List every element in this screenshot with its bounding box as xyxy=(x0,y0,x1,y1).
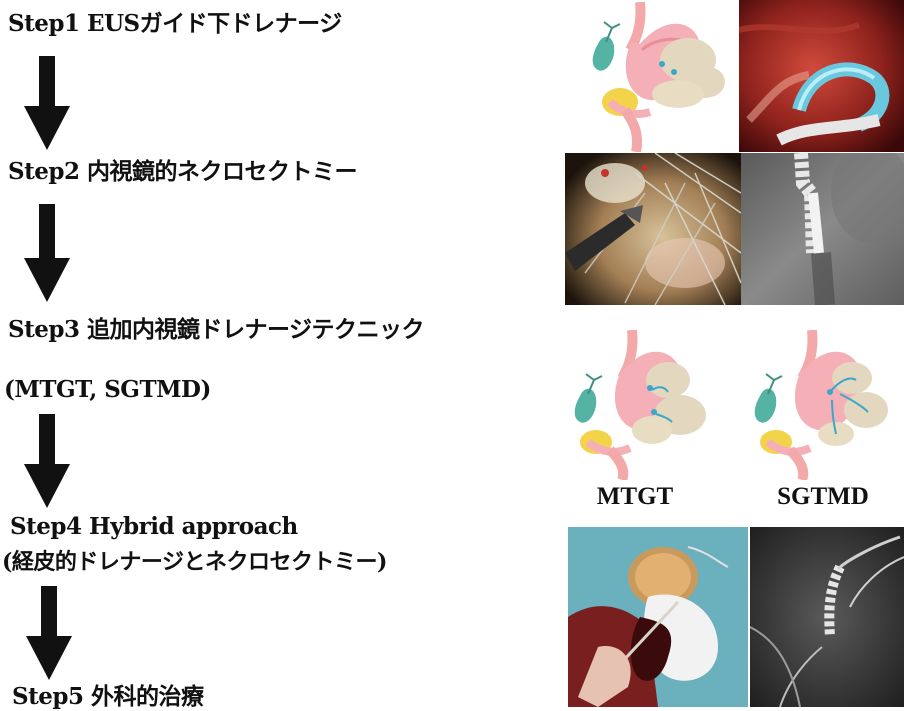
sgtmd-illustration xyxy=(740,330,890,480)
mtgt-caption: MTGT xyxy=(575,483,695,511)
down-arrow-2 xyxy=(22,204,72,304)
step4-sublabel: (経皮的ドレナージとネクロセクトミー) xyxy=(2,548,387,576)
step2-fluoroscopy-image xyxy=(741,153,904,305)
step4-fluoroscopy-image xyxy=(750,527,904,707)
step5-label: Step5 外科的治療 xyxy=(12,683,203,711)
step1-illustration xyxy=(580,2,730,152)
step3-label: Step3 追加内視鏡ドレナージテクニック xyxy=(8,316,424,344)
step3-sublabel: (MTGT, SGTMD) xyxy=(4,376,211,404)
step2-endoscopy-photo xyxy=(565,153,741,305)
step1-endoscopy-photo xyxy=(739,0,904,152)
sgtmd-caption: SGTMD xyxy=(758,483,888,511)
down-arrow-3 xyxy=(22,414,72,510)
step4-label: Step4 Hybrid approach xyxy=(10,513,298,541)
step2-label: Step2 内視鏡的ネクロセクトミー xyxy=(8,158,357,186)
mtgt-illustration xyxy=(560,330,710,480)
step1-label: Step1 EUSガイド下ドレナージ xyxy=(8,10,342,38)
down-arrow-1 xyxy=(22,56,72,152)
step4-surgical-photo xyxy=(568,527,748,707)
down-arrow-4 xyxy=(24,586,74,682)
